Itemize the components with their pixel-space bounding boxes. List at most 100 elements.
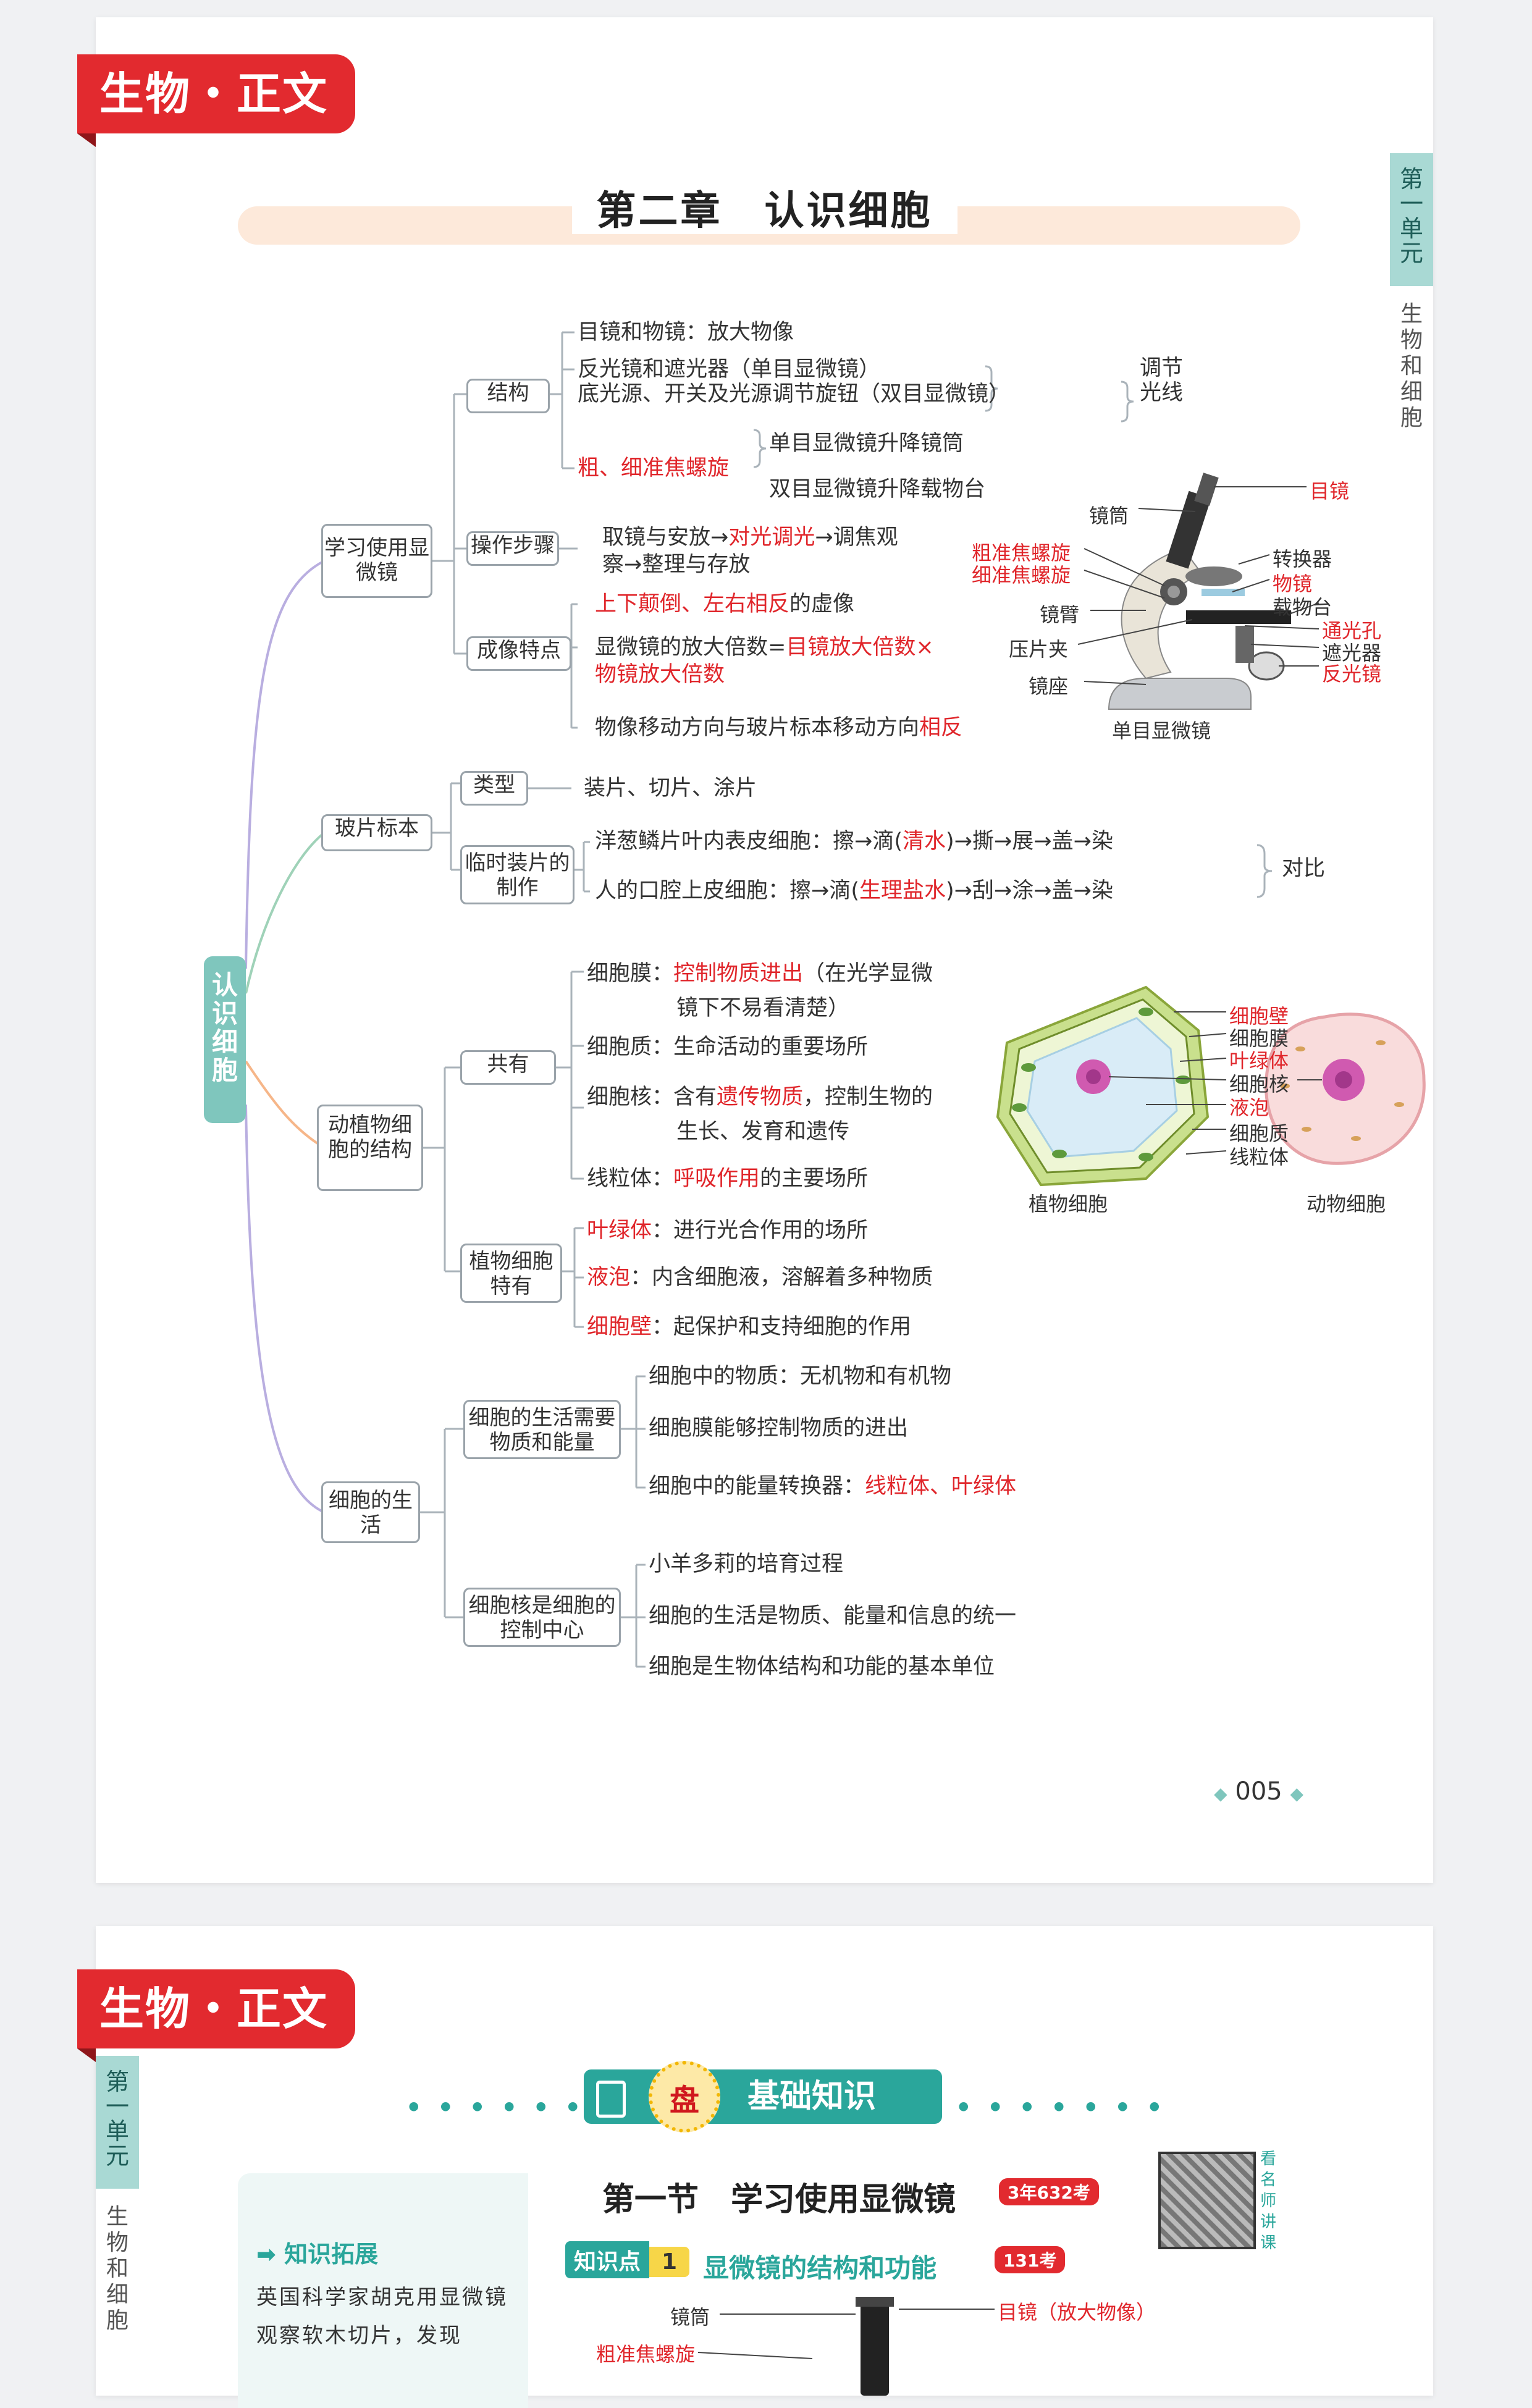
ext-heading: ➡ 知识拓展 bbox=[256, 2241, 379, 2268]
c1-line2: 镜下不易看清楚） bbox=[676, 996, 850, 1021]
lbl-chloroplast: 叶绿体 bbox=[1229, 1049, 1289, 1072]
link-root-b2 bbox=[245, 831, 326, 994]
qr-code[interactable] bbox=[1158, 2152, 1256, 2249]
lbl-tube: 镜筒 bbox=[1089, 504, 1129, 528]
compare-text: 对比 bbox=[1282, 856, 1326, 881]
lbl-stage: 载物台 bbox=[1273, 596, 1332, 619]
node-use-microscope[interactable]: 学习使用显微镜 bbox=[321, 524, 432, 598]
s4-text: 粗、细准焦螺旋 bbox=[578, 456, 730, 481]
lbl-converter: 转换器 bbox=[1273, 547, 1332, 571]
root-node[interactable]: 认识细胞 bbox=[204, 956, 246, 1123]
basic-knowledge-banner[interactable]: 盘 基础知识 bbox=[584, 2061, 942, 2132]
pan-badge: 盘 bbox=[649, 2061, 720, 2132]
s23-note: 调节光线 bbox=[1140, 356, 1184, 405]
unit-tab-2[interactable]: 第一单元 bbox=[96, 2056, 139, 2189]
animal-cell-illustration bbox=[1265, 1012, 1426, 1165]
node-slide[interactable]: 玻片标本 bbox=[321, 814, 432, 851]
node-types[interactable]: 类型 bbox=[460, 771, 528, 806]
node-cell-life[interactable]: 细胞的生活 bbox=[321, 1481, 420, 1543]
node-plant-only[interactable]: 植物细胞特有 bbox=[460, 1244, 562, 1303]
link-root-b1 bbox=[245, 560, 325, 969]
animal-cell-caption: 动物细胞 bbox=[1307, 1192, 1386, 1216]
ext-text: 英国科学家胡克用显微镜观察软木切片，发现 bbox=[256, 2285, 508, 2348]
section-badge: 生物・正文 bbox=[77, 54, 355, 147]
lbl-hole: 通光孔 bbox=[1322, 619, 1382, 642]
unit-name-2: 生物和细胞 bbox=[106, 2204, 128, 2333]
imaging-1: 上下颠倒、左右相反的虚像 bbox=[595, 592, 855, 617]
imaging-2b: 物镜放大倍数 bbox=[595, 662, 725, 687]
node-control-center[interactable]: 细胞核是细胞的控制中心 bbox=[463, 1588, 621, 1647]
lbl-clip: 压片夹 bbox=[1009, 638, 1069, 661]
imaging-2: 显微镜的放大倍数=目镜放大倍数× bbox=[595, 635, 934, 660]
lbl-mirror: 反光镜 bbox=[1322, 662, 1382, 686]
p3-text: 细胞壁：起保护和支持细胞的作用 bbox=[587, 1315, 912, 1339]
s2-text: 反光镜和遮光器（单目显微镜） bbox=[578, 357, 881, 382]
plant-cell-caption: 植物细胞 bbox=[1029, 1192, 1108, 1216]
lbl-coarse: 粗准焦螺旋 bbox=[972, 541, 1071, 565]
p2-lbl-tube: 镜筒 bbox=[670, 2305, 710, 2329]
k3-text: 细胞是生物体结构和功能的基本单位 bbox=[649, 1654, 995, 1679]
n3-text: 细胞中的能量转换器：线粒体、叶绿体 bbox=[649, 1474, 1017, 1499]
c4-text: 线粒体：呼吸作用的主要场所 bbox=[587, 1166, 869, 1191]
lbl-eyepiece: 目镜 bbox=[1310, 479, 1350, 503]
lbl-cytoplasm: 细胞质 bbox=[1229, 1122, 1289, 1145]
node-imaging[interactable]: 成像特点 bbox=[466, 636, 571, 671]
kp-exam-tag: 131考 bbox=[995, 2246, 1066, 2273]
next-page: 生物・正文 第一单元 生物和细胞 ••••••• ••••••• 盘 基础知识 … bbox=[77, 1926, 1433, 2408]
lbl-vacuole: 液泡 bbox=[1229, 1096, 1269, 1119]
imaging-3: 物像移动方向与玻片标本移动方向相反 bbox=[595, 715, 963, 740]
p2-lbl-coarse: 粗准焦螺旋 bbox=[596, 2343, 696, 2366]
unit-name: 生物和细胞 bbox=[1400, 301, 1423, 431]
lbl-fine: 细准焦螺旋 bbox=[972, 563, 1071, 587]
k2-text: 细胞的生活是物质、能量和信息的统一 bbox=[649, 1604, 1017, 1628]
node-cell-structure[interactable]: 动植物细胞的结构 bbox=[317, 1105, 423, 1191]
lbl-objective: 物镜 bbox=[1273, 572, 1313, 596]
p2-microscope-top bbox=[697, 2297, 995, 2396]
knowledge-extension-box: ➡ 知识拓展 英国科学家胡克用显微镜观察软木切片，发现 bbox=[238, 2173, 528, 2408]
onion-steps: 洋葱鳞片叶内表皮细胞：擦→滴(清水)→撕→展→盖→染 bbox=[595, 829, 1113, 854]
microscope-illustration bbox=[1077, 473, 1319, 710]
dots-right: ••••••• bbox=[954, 2090, 1177, 2126]
microscope-caption: 单目显微镜 bbox=[1112, 719, 1211, 743]
node-steps[interactable]: 操作步骤 bbox=[466, 531, 559, 566]
steps-line2: 察→整理与存放 bbox=[602, 552, 751, 577]
node-structure[interactable]: 结构 bbox=[466, 379, 550, 413]
p2-text: 液泡：内含细胞液，溶解着多种物质 bbox=[587, 1265, 933, 1290]
s4b-text: 双目显微镜升降载物台 bbox=[769, 477, 986, 502]
lbl-mito: 线粒体 bbox=[1229, 1145, 1289, 1169]
c1-line1: 细胞膜：控制物质进出（在光学显微 bbox=[587, 961, 933, 986]
dots-left: ••••••• bbox=[405, 2090, 628, 2126]
link-root-b3 bbox=[245, 1060, 326, 1149]
n2-text: 细胞膜能够控制物质的进出 bbox=[649, 1416, 909, 1441]
c3-line1: 细胞核：含有遗传物质，控制生物的 bbox=[587, 1085, 933, 1109]
qr-caption: 看名师讲课 bbox=[1260, 2150, 1277, 2252]
c2-text: 细胞质：生命活动的重要场所 bbox=[587, 1035, 869, 1059]
k1-text: 小羊多莉的培育过程 bbox=[649, 1552, 844, 1577]
plant-cell-illustration bbox=[996, 985, 1210, 1187]
lbl-nucleus: 细胞核 bbox=[1229, 1072, 1289, 1096]
unit-tab[interactable]: 第一单元 bbox=[1390, 153, 1433, 286]
kp-title: 显微镜的结构和功能 bbox=[703, 2253, 937, 2283]
book-icon bbox=[596, 2081, 626, 2118]
node-temp-slide[interactable]: 临时装片的制作 bbox=[460, 845, 574, 904]
s4a-text: 单目显微镜升降镜筒 bbox=[769, 431, 964, 456]
section-exam-tag: 3年632考 bbox=[999, 2178, 1099, 2205]
types-text: 装片、切片、涂片 bbox=[584, 776, 757, 801]
node-need-energy[interactable]: 细胞的生活需要物质和能量 bbox=[463, 1400, 621, 1459]
cheek-steps: 人的口腔上皮细胞：擦→滴(生理盐水)→刮→涂→盖→染 bbox=[595, 878, 1113, 903]
lbl-diaphragm: 遮光器 bbox=[1322, 641, 1382, 665]
lbl-base: 镜座 bbox=[1029, 675, 1069, 698]
lbl-cell-membrane: 细胞膜 bbox=[1229, 1027, 1289, 1050]
link-root-b4 bbox=[245, 1104, 325, 1513]
p2-lbl-eyepiece: 目镜（放大物像） bbox=[998, 2301, 1156, 2324]
banner-title: 基础知识 bbox=[747, 2078, 877, 2115]
c3-line2: 生长、发育和遗传 bbox=[676, 1119, 850, 1144]
lbl-arm: 镜臂 bbox=[1040, 603, 1080, 626]
n1-text: 细胞中的物质：无机物和有机物 bbox=[649, 1364, 952, 1389]
s3-text: 底光源、开关及光源调节旋钮（双目显微镜） bbox=[578, 382, 1011, 406]
node-common[interactable]: 共有 bbox=[460, 1050, 556, 1085]
page-number: ◆ 005 ◆ bbox=[1214, 1777, 1303, 1806]
kp-number: 1 bbox=[649, 2247, 690, 2277]
chapter-title: 第二章 认识细胞 bbox=[96, 179, 1433, 236]
